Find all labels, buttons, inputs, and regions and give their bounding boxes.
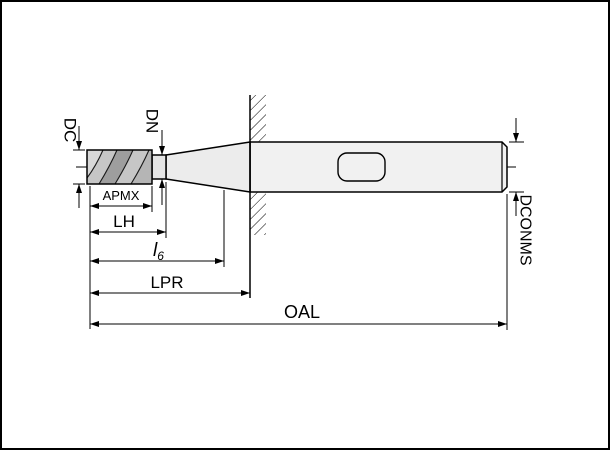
flute-line-4 (130, 149, 150, 185)
cutter-tip-highlight (87, 150, 103, 178)
arrow (498, 321, 507, 327)
flute-line-3 (114, 149, 134, 185)
cutter-head (86, 149, 153, 185)
mounting-wall (249, 95, 266, 298)
label-oal: OAL (284, 302, 320, 322)
hatch-lower (250, 192, 266, 235)
dim-l6: l6 (90, 190, 225, 267)
arrow (90, 258, 99, 264)
hatch-upper (250, 95, 266, 142)
label-lh: LH (113, 212, 135, 231)
arrow (157, 229, 166, 235)
dim-dc: DC (61, 118, 85, 208)
dim-lh: LH (90, 182, 167, 238)
arrow (513, 133, 519, 142)
arrow (215, 258, 224, 264)
dim-dconms: DCONMS (509, 118, 534, 266)
label-lpr: LPR (150, 273, 183, 292)
label-dconms: DCONMS (517, 194, 534, 265)
clamp-detail (337, 152, 386, 182)
flute-line-1 (86, 149, 104, 179)
shank (249, 141, 508, 193)
label-l6: l6 (153, 240, 164, 263)
arrow (159, 146, 165, 155)
flute-shadow-1 (99, 150, 133, 184)
arrow (143, 203, 152, 209)
taper (165, 141, 251, 193)
dim-oal: OAL (90, 194, 508, 330)
flute-line-2 (98, 149, 118, 185)
cutter-outline (86, 149, 153, 185)
arrow (76, 141, 82, 150)
arrow (90, 229, 99, 235)
label-apmx: APMX (103, 188, 140, 203)
arrow (90, 290, 99, 296)
dim-lpr: LPR (90, 273, 250, 296)
arrow (159, 179, 165, 188)
arrow (513, 192, 519, 201)
dim-apmx: APMX (90, 186, 153, 212)
arrow (90, 203, 99, 209)
label-dn: DN (143, 109, 162, 134)
dim-dn: DN (143, 109, 165, 205)
drawing-svg: DC DN APMX LH l6 LPR (61, 95, 534, 330)
arrow (241, 290, 250, 296)
arrow (90, 321, 99, 327)
neck (151, 154, 167, 180)
arrow (76, 184, 82, 193)
label-dc: DC (61, 118, 80, 143)
